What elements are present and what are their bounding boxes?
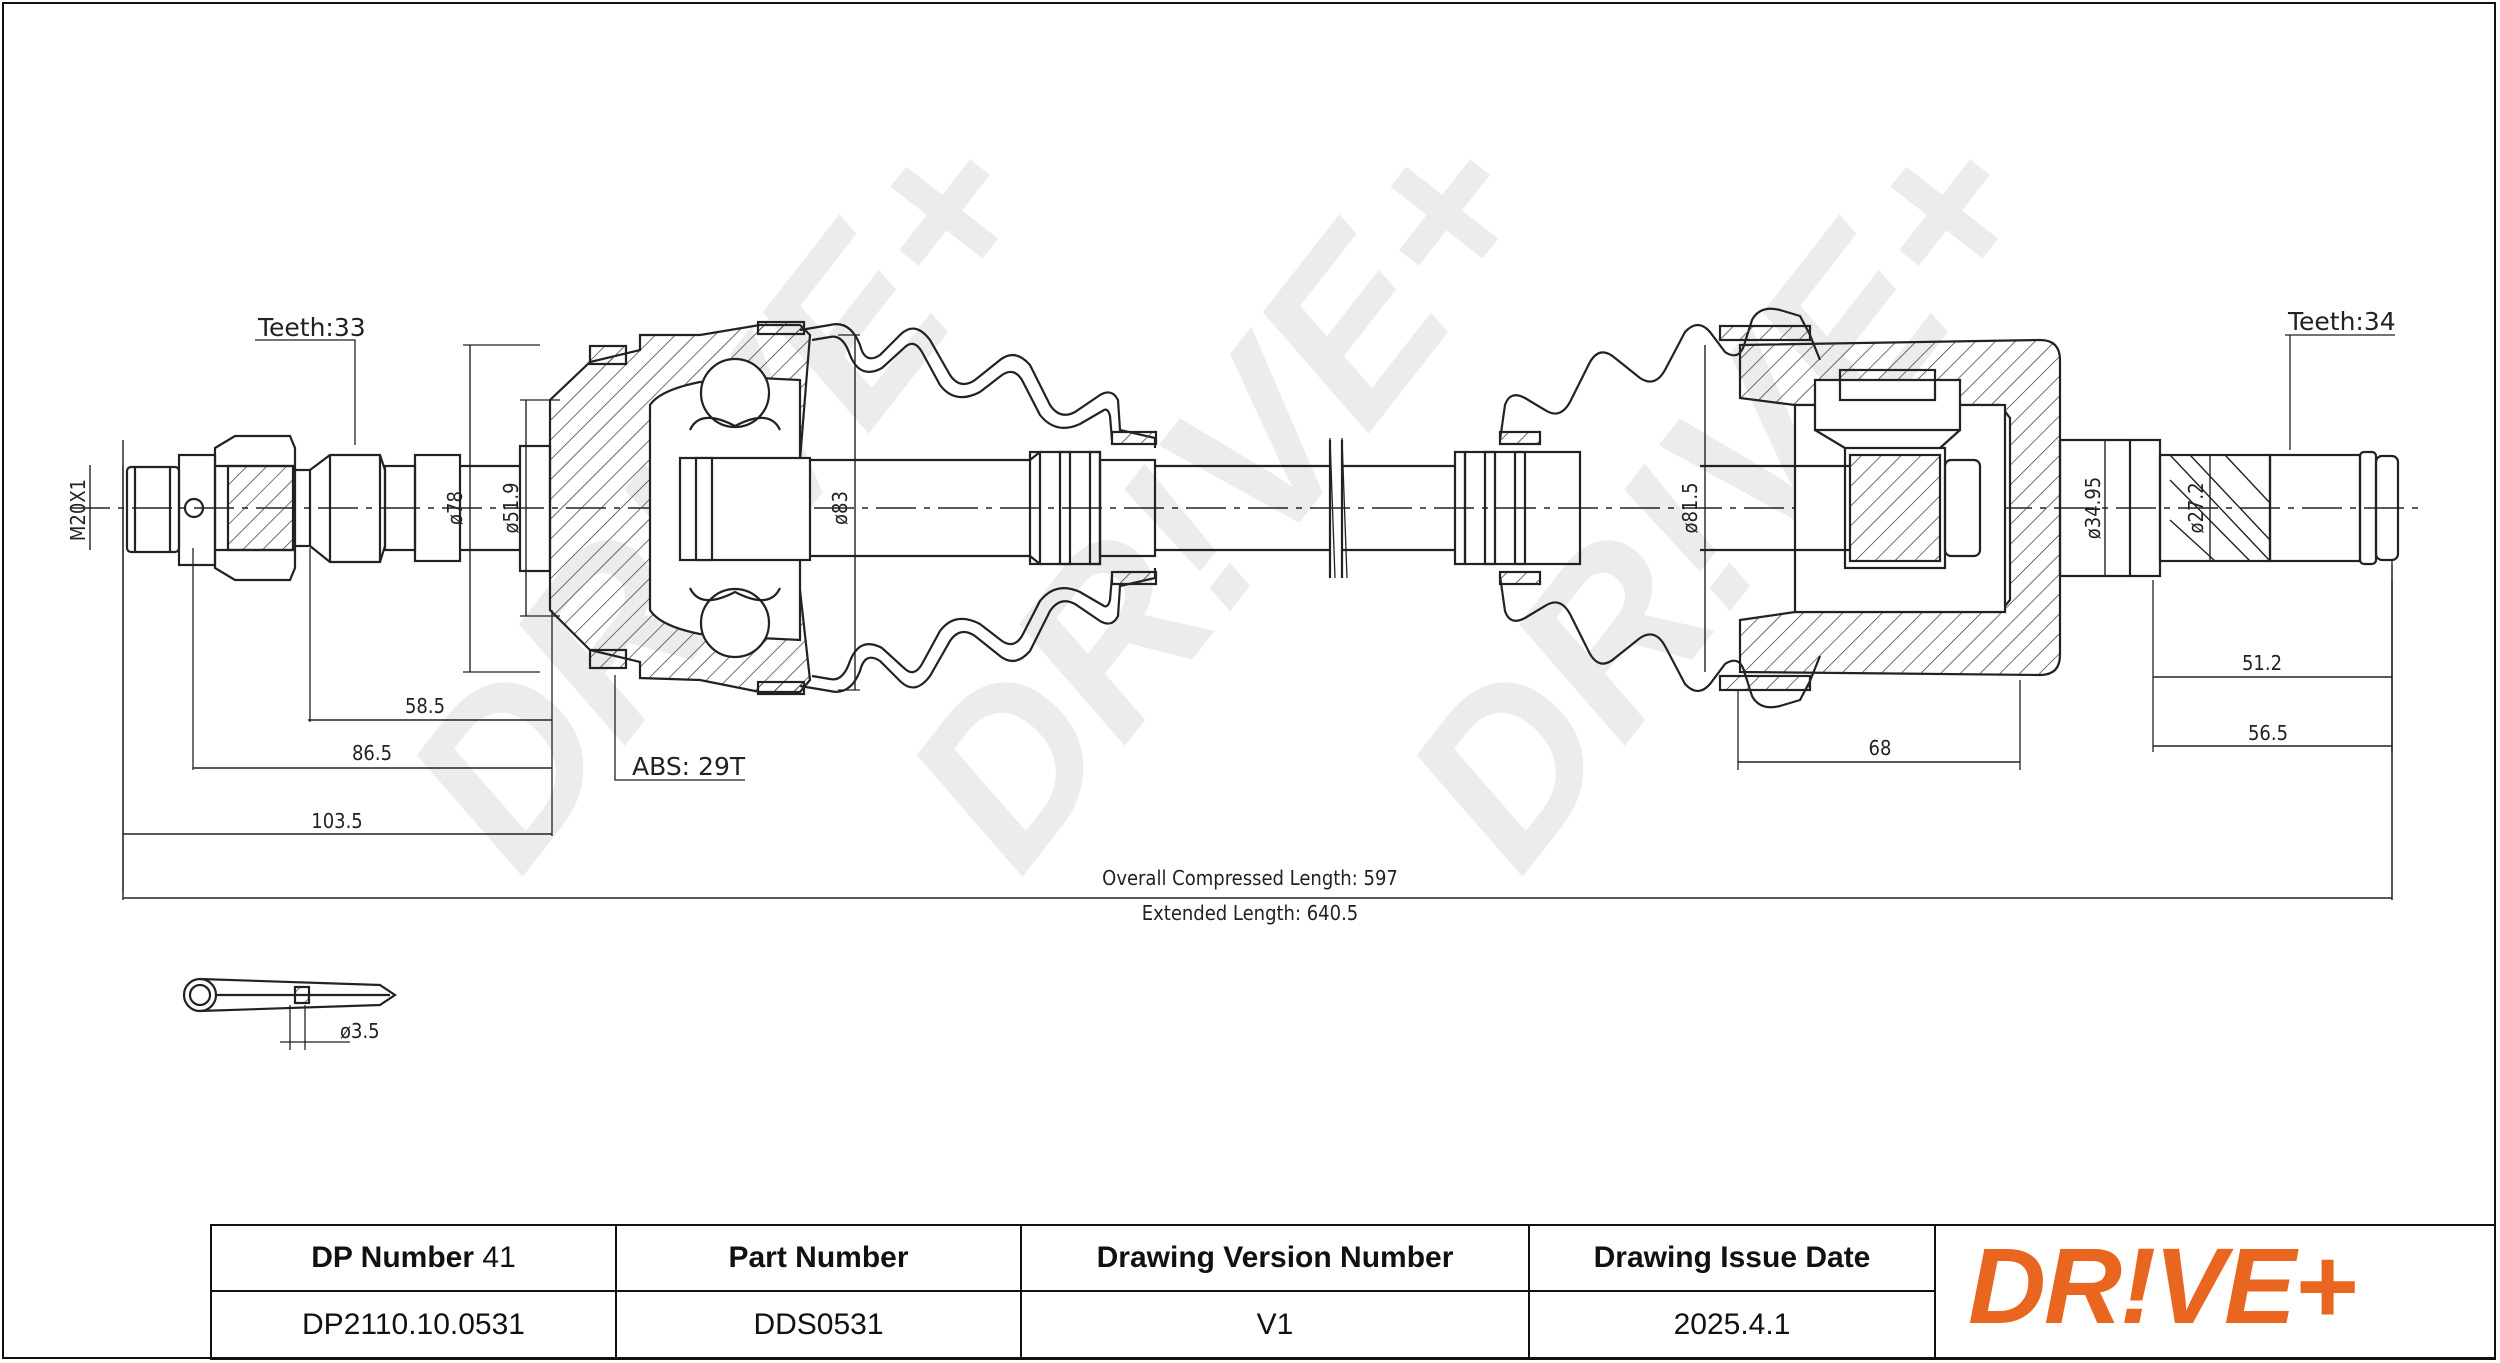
dim-27: ø27.2 [2184, 482, 2208, 533]
left-boot [756, 320, 1158, 696]
inner-tripod-housing [1700, 338, 2062, 677]
main-shaft [810, 440, 1582, 578]
drawing-version-value: V1 [1020, 1290, 1530, 1360]
drive-logo: DR!VE+ [1968, 1225, 2357, 1346]
dim-83: ø83 [828, 491, 852, 525]
cotter-pin [182, 977, 397, 1013]
right-output-stub [2058, 438, 2400, 578]
brand-logo-cell: DR!VE+ [1934, 1224, 2496, 1360]
outer-cv-joint [548, 323, 812, 694]
part-number-header: Part Number [615, 1224, 1022, 1292]
dim-78: ø78 [443, 491, 467, 525]
part-number-value: DDS0531 [615, 1290, 1022, 1360]
dp-number-header: DP Number 41 [210, 1224, 617, 1292]
drawing-issue-header: Drawing Issue Date [1528, 1224, 1936, 1292]
thread-label: M20X1 [66, 479, 90, 541]
dim-86-5: 86.5 [352, 741, 392, 765]
dim-58-5: 58.5 [405, 694, 445, 718]
dim-51-2: 51.2 [2242, 651, 2282, 675]
left-thread-stub [125, 434, 310, 582]
dim-103-5: 103.5 [311, 809, 363, 833]
dimension-texts: M20X1 Teeth:33 Teeth:34 ABS: 29T ø78 ø51… [66, 307, 2396, 1043]
pin-diameter-label: ø3.5 [340, 1019, 380, 1043]
dim-56-5: 56.5 [2248, 721, 2288, 745]
dim-81-5: ø81.5 [1678, 482, 1702, 533]
extended-length-label: Extended Length: 640.5 [1142, 901, 1358, 925]
drawing-version-header: Drawing Version Number [1020, 1224, 1530, 1292]
leader-lines [255, 334, 2395, 1050]
dim-34-95: ø34.95 [2081, 477, 2105, 540]
dim-68: 68 [1869, 736, 1892, 760]
overall-length-label: Overall Compressed Length: 597 [1102, 866, 1398, 890]
teeth-left-label: Teeth:33 [257, 313, 366, 342]
right-boot [1498, 307, 1822, 709]
teeth-right-label: Teeth:34 [2287, 307, 2396, 336]
drawing-issue-value: 2025.4.1 [1528, 1290, 1936, 1360]
title-block: DP Number 41 Part Number Drawing Version… [210, 1224, 2496, 1360]
left-spline-shaft [308, 444, 552, 573]
abs-label: ABS: 29T [632, 752, 746, 781]
dim-51-9: ø51.9 [499, 482, 523, 533]
svg-text:DR!VE+: DR!VE+ [1968, 1233, 2355, 1343]
dimension-lines [89, 335, 2392, 900]
dp-number-value: DP2110.10.0531 [210, 1290, 617, 1360]
